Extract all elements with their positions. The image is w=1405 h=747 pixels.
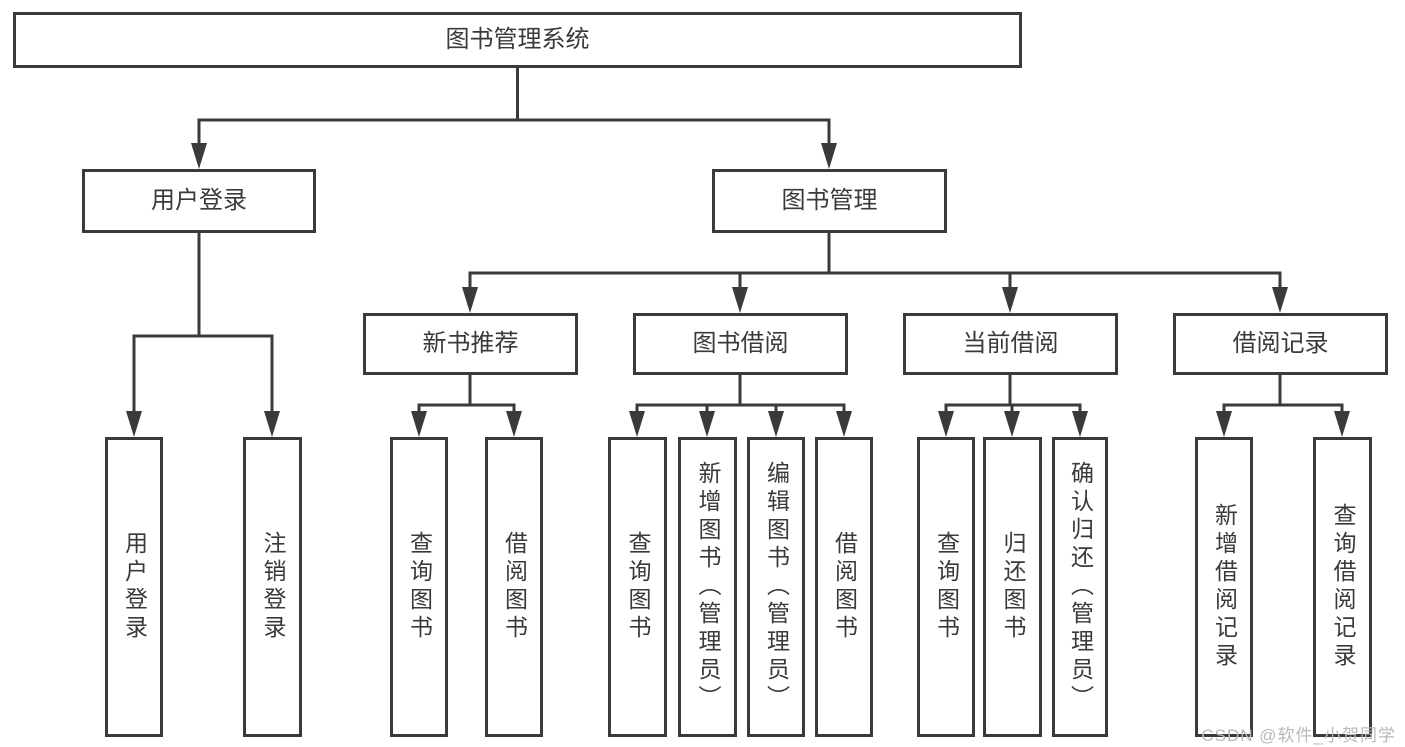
- node-new-book-recommend: 新书推荐: [363, 313, 578, 375]
- node-user-login: 用户登录: [82, 169, 316, 233]
- arrowhead: [836, 411, 852, 437]
- arrowhead: [1002, 287, 1018, 313]
- arrowhead: [1272, 287, 1288, 313]
- connector-currentborrow-to-leaves: [944, 373, 1082, 417]
- leaf-borrow-books: 借阅图书: [815, 437, 873, 737]
- arrowhead: [699, 411, 715, 437]
- arrowhead: [191, 143, 207, 169]
- leaf-edit-book-admin: 编辑图书（管理员）: [747, 437, 805, 737]
- arrowhead: [506, 411, 522, 437]
- arrowhead: [126, 411, 142, 437]
- connector-newbook-to-leaves: [417, 373, 516, 417]
- arrowhead: [938, 411, 954, 437]
- connector-bookborrow-to-leaves: [635, 373, 846, 417]
- node-borrow-records: 借阅记录: [1173, 313, 1388, 375]
- node-book-borrow: 图书借阅: [633, 313, 848, 375]
- arrowhead: [732, 287, 748, 313]
- leaf-borrow-books-recommend: 借阅图书: [485, 437, 543, 737]
- node-book-management: 图书管理: [712, 169, 947, 233]
- leaf-add-borrow-record: 新增借阅记录: [1195, 437, 1253, 737]
- leaf-user-login: 用户登录: [105, 437, 163, 737]
- arrowhead: [462, 287, 478, 313]
- arrowhead: [1072, 411, 1088, 437]
- leaf-logout: 注销登录: [243, 437, 302, 737]
- leaf-add-book-admin: 新增图书（管理员）: [678, 437, 737, 737]
- arrowheads: [126, 143, 1350, 437]
- arrowhead: [264, 411, 280, 437]
- connector-borrowrecords-to-leaves: [1222, 373, 1344, 417]
- node-current-borrow: 当前借阅: [903, 313, 1118, 375]
- arrowhead: [1334, 411, 1350, 437]
- arrowhead: [629, 411, 645, 437]
- connector-userlogin-to-leaves: [132, 231, 274, 417]
- connector-root-to-level2: [197, 66, 831, 149]
- arrowhead: [1216, 411, 1232, 437]
- leaf-query-borrow-record: 查询借阅记录: [1313, 437, 1372, 737]
- arrowhead: [768, 411, 784, 437]
- node-library-management-system: 图书管理系统: [13, 12, 1022, 68]
- leaf-query-books-borrow: 查询图书: [608, 437, 667, 737]
- connector-bookmgmt-to-level3: [468, 231, 1282, 293]
- leaf-confirm-return-admin: 确认归还（管理员）: [1052, 437, 1108, 737]
- arrowhead: [821, 143, 837, 169]
- arrowhead: [411, 411, 427, 437]
- arrowhead: [1004, 411, 1020, 437]
- leaf-query-books-current: 查询图书: [917, 437, 975, 737]
- csdn-watermark: CSDN @软件_小贺同学: [1201, 726, 1396, 745]
- leaf-return-book: 归还图书: [983, 437, 1042, 737]
- leaf-query-books-recommend: 查询图书: [390, 437, 448, 737]
